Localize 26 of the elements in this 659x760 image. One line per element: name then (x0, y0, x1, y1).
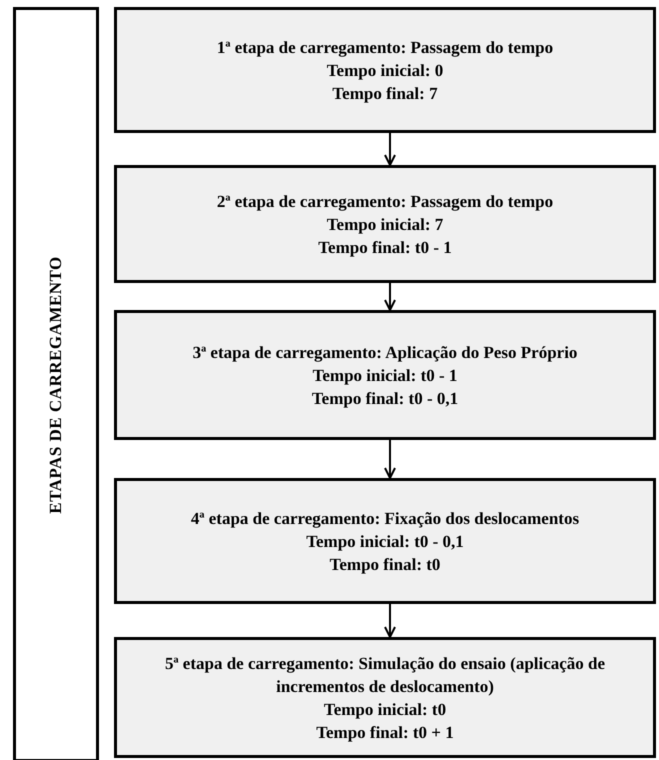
box-text: Tempo final: t0 - 1 (317, 236, 453, 258)
side-band (13, 7, 99, 760)
box-text: 3ª etapa de carregamento: Aplicação do Peso Próprio (192, 342, 578, 364)
box-text: Tempo inicial: 7 (326, 214, 444, 236)
box-text: Tempo final: t0 (328, 554, 442, 576)
process-box (114, 165, 656, 283)
arrow (384, 133, 396, 166)
box-text: 2ª etapa de carregamento: Passagem do tempo (216, 190, 554, 212)
box-text: 4ª etapa de carregamento: Fixação dos deslocamentos (190, 508, 580, 530)
box-text: 1ª etapa de carregamento: Passagem do tempo (216, 36, 554, 58)
box-text: 5ª etapa de carregamento: Simulação do ensaio (aplicação de incrementos de deslocamento) (164, 652, 606, 698)
box-text: Tempo final: t0 - 0,1 (310, 388, 460, 410)
arrow (384, 283, 396, 311)
box-text: Tempo inicial: t0 - 0,1 (305, 530, 465, 552)
box-text: Tempo inicial: 0 (326, 60, 444, 82)
box-text: Tempo inicial: t0 (322, 698, 448, 720)
arrow (384, 440, 396, 479)
vertical-label: ETAPAS DE CARREGAMENTO (46, 256, 66, 514)
process-box (114, 637, 656, 758)
process-box (114, 310, 656, 440)
arrow (384, 604, 396, 638)
process-box (114, 478, 656, 604)
box-text: Tempo final: 7 (331, 82, 439, 104)
process-box (114, 7, 656, 133)
box-text: Tempo inicial: t0 - 1 (312, 364, 458, 386)
box-text: Tempo final: t0 + 1 (315, 722, 455, 744)
